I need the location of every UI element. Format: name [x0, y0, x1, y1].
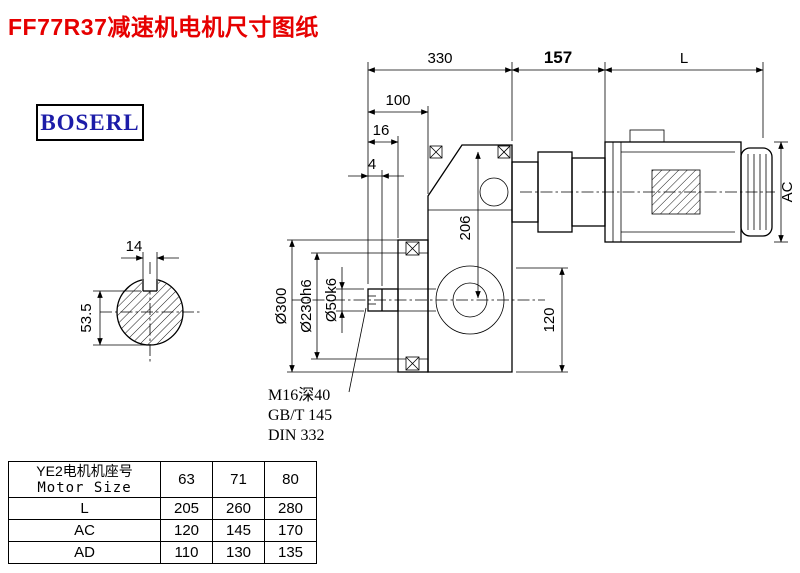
dim-group-left: 100 16 4	[348, 92, 429, 286]
table-row-AD: AD 110 130 135	[8, 541, 317, 564]
std-din-label: DIN 332	[268, 427, 324, 444]
table-header-motor-size: YE2电机机座号 Motor Size	[8, 461, 161, 498]
table-col-63: 63	[160, 461, 213, 498]
table-header-cn: YE2电机机座号	[36, 463, 133, 479]
cell-value: 110	[160, 541, 213, 564]
cell-value: 130	[212, 541, 265, 564]
page-title: FF77R37减速机电机尺寸图纸	[8, 14, 319, 40]
dim-120-label: 120	[541, 307, 558, 332]
brand-text: BOSERL	[40, 109, 140, 135]
dim-206-label: 206	[457, 215, 474, 240]
cell-value: 205	[160, 497, 213, 520]
row-label: AC	[8, 519, 161, 542]
dim-16-label: 16	[373, 122, 390, 139]
cell-value: 135	[264, 541, 317, 564]
cell-value: 170	[264, 519, 317, 542]
gearbox-side-view	[292, 144, 545, 373]
row-label: AD	[8, 541, 161, 564]
brand-logo-box: BOSERL	[36, 104, 144, 141]
table-row-AC: AC 120 145 170	[8, 519, 317, 542]
dim-group-vertical: 206 120 AC	[457, 141, 796, 373]
dim-330-label: 330	[427, 50, 452, 67]
dim-157-label: 157	[544, 48, 572, 67]
dim-AC-label: AC	[779, 181, 796, 202]
shaft-section-view: 14 53.5	[78, 238, 202, 364]
dim-4-label: 4	[368, 156, 376, 173]
dim-dia300-label: Ø300	[273, 288, 290, 325]
bolt-symbol	[405, 356, 420, 371]
dim-dia230-label: Ø230h6	[298, 279, 315, 332]
dim-100-label: 100	[385, 92, 410, 109]
dim-L-label: L	[680, 50, 688, 67]
bolt-symbol	[405, 241, 420, 256]
table-col-80: 80	[264, 461, 317, 498]
table-header-en: Motor Size	[37, 480, 132, 496]
dim-group-top: 330 157 L	[367, 48, 764, 284]
bolt-symbol	[497, 145, 511, 159]
dim-group-diameters: Ø300 Ø230h6 Ø50k6	[273, 239, 398, 373]
tap-hole-label: M16深40	[268, 386, 330, 404]
cell-value: 120	[160, 519, 213, 542]
bolt-symbol	[429, 145, 443, 159]
tapped-hole-callout: M16深40 GB/T 145 DIN 332	[268, 307, 367, 444]
cell-value: 145	[212, 519, 265, 542]
motor-size-table: YE2电机机座号 Motor Size 63 71 80 L 205 260 2…	[8, 461, 317, 564]
dim-53-5-label: 53.5	[78, 303, 95, 332]
table-row-L: L 205 260 280	[8, 497, 317, 520]
row-label: L	[8, 497, 161, 520]
cell-value: 260	[212, 497, 265, 520]
dim-14-label: 14	[126, 238, 143, 255]
dim-dia50-label: Ø50k6	[323, 278, 340, 322]
table-col-71: 71	[212, 461, 265, 498]
table-header-row: YE2电机机座号 Motor Size 63 71 80	[8, 461, 317, 498]
cell-value: 280	[264, 497, 317, 520]
motor-side-view	[511, 129, 775, 243]
std-gb-label: GB/T 145	[268, 407, 332, 424]
